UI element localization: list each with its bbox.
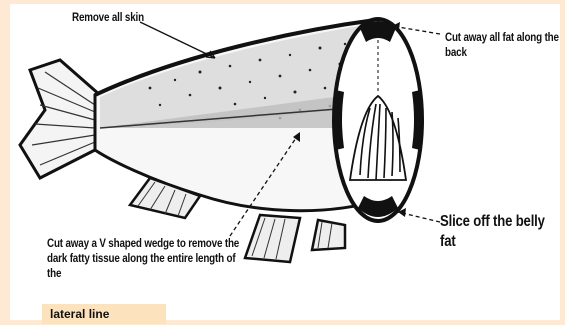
label-remove-skin: Remove all skin: [72, 10, 144, 25]
label-lateral-line: lateral line: [42, 304, 166, 324]
callout-remove-skin: [140, 22, 215, 58]
label-cut-fat-back: Cut away all fat along the back: [445, 30, 560, 60]
anal-fin-1: [245, 215, 300, 262]
cross-section: [334, 19, 422, 221]
label-slice-belly-fat: Slice off the belly fat: [440, 212, 563, 252]
label-cut-v-wedge: Cut away a V shaped wedge to remove the …: [47, 236, 240, 281]
tail-fin: [20, 60, 100, 178]
